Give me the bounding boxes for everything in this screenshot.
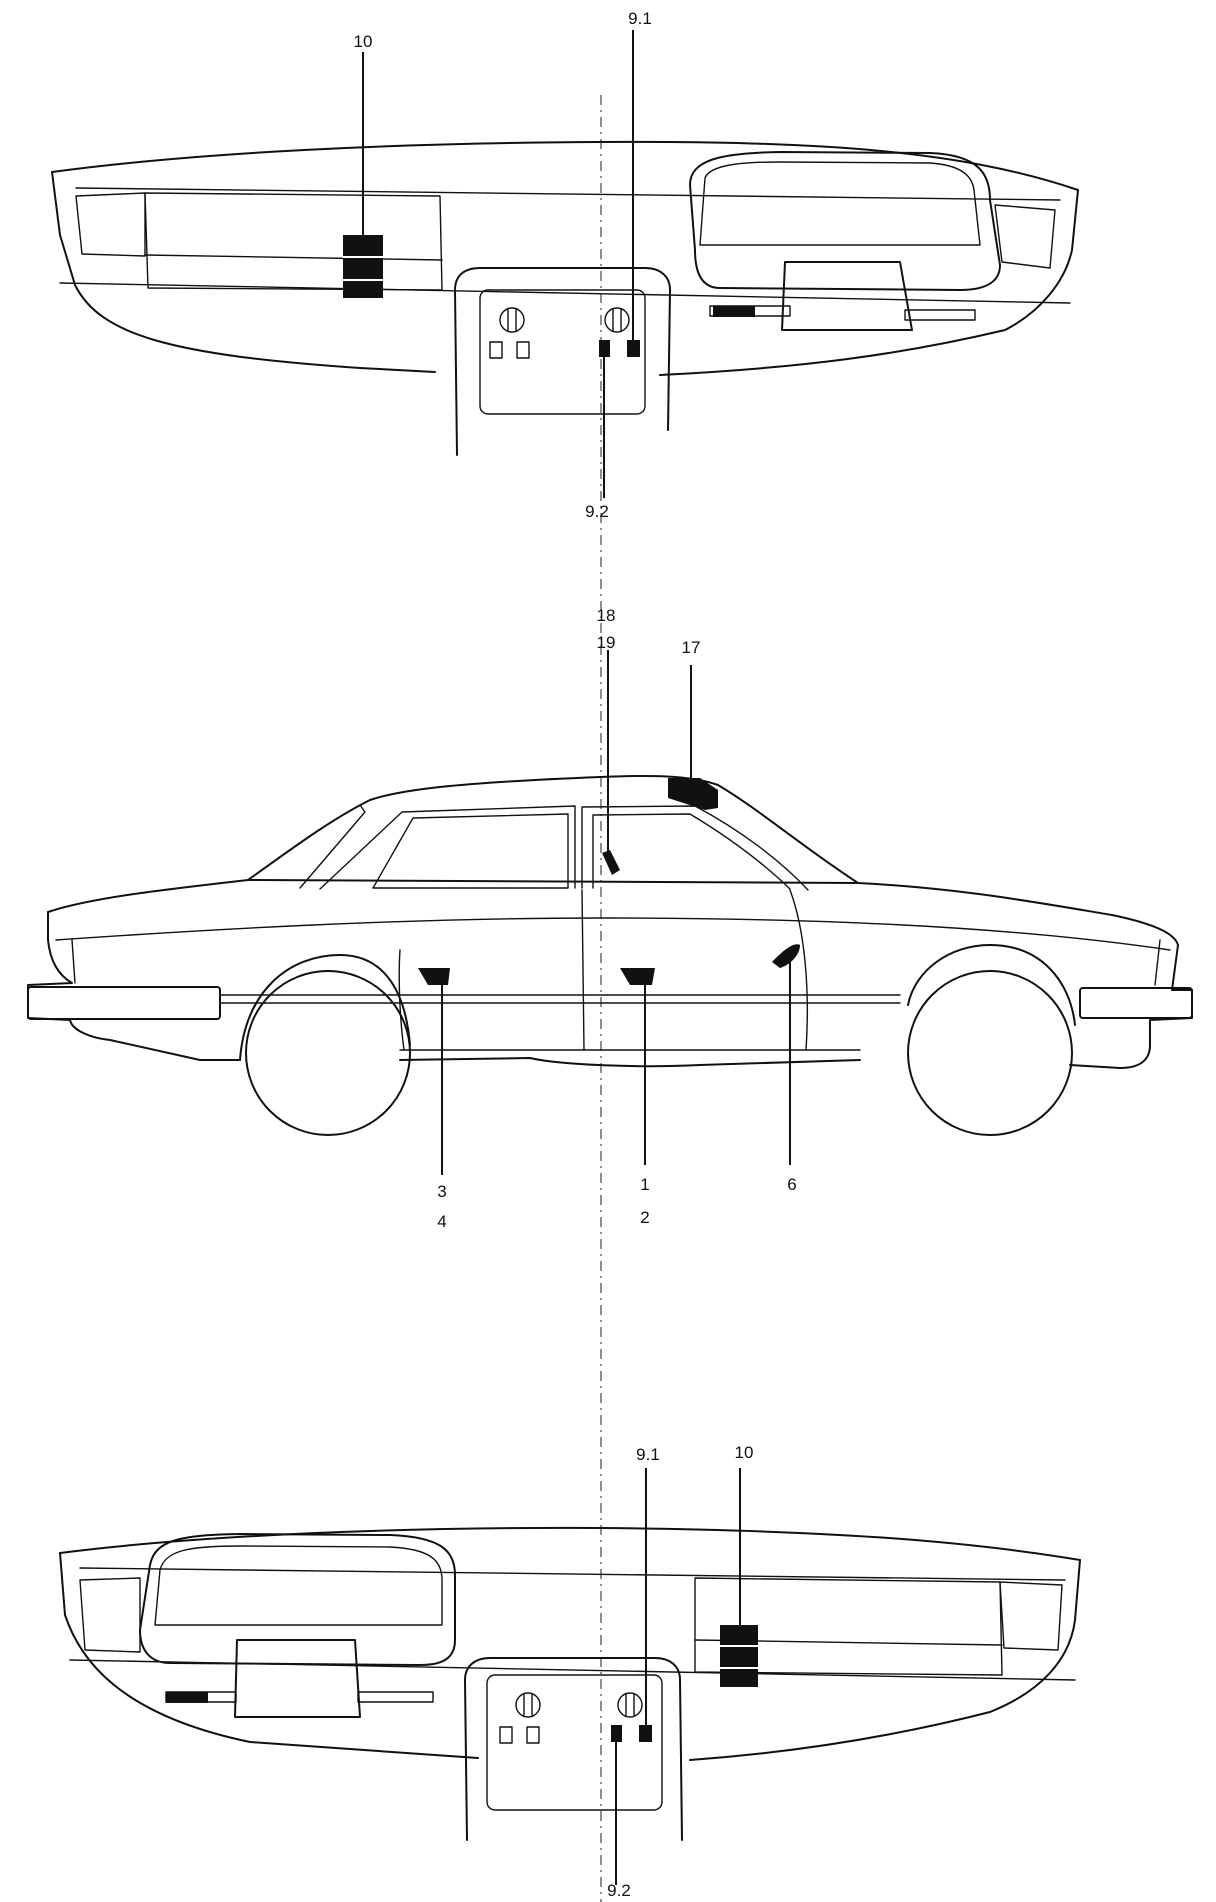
bottom-instrument-glass: [154, 1545, 443, 1626]
top-dashboard: 10 9.1 9.2: [51, 9, 1079, 521]
top-item-9-2-marker: [599, 340, 610, 357]
top-glovebox-panel: [144, 192, 443, 291]
top-instrument-binnacle: [689, 151, 1001, 291]
car-sill-line: [399, 1057, 861, 1068]
top-right-vent: [994, 204, 1056, 269]
top-instrument-glass: [699, 161, 981, 246]
car-front-end: [1069, 944, 1193, 1069]
bottom-dash-lower-right: [689, 1559, 1081, 1761]
car-c-pillar: [299, 804, 366, 889]
bottom-console-panel: [486, 1674, 663, 1811]
car-front-bumper: [1079, 987, 1193, 1019]
bottom-stalk-right: [357, 1691, 434, 1703]
car-item-3-4-marker: [418, 968, 450, 985]
top-console-outline: [454, 267, 671, 456]
top-item-9-1-marker: [627, 340, 640, 357]
car-front-door-edge: [789, 889, 809, 1051]
car-headlight-edge: [1154, 939, 1161, 986]
car-label-2: 2: [640, 1208, 649, 1227]
car-side-view: 18 19 17 3 4 1 2 6: [27, 606, 1193, 1231]
top-console-switch: [489, 341, 503, 359]
bottom-item-9-2-marker: [611, 1725, 622, 1742]
bottom-console-switch: [526, 1726, 540, 1744]
bottom-item-9-1-marker: [639, 1725, 652, 1742]
car-roof-line: [247, 774, 859, 884]
top-steering-hub: [781, 261, 913, 331]
car-shoulder-line: [55, 917, 1171, 951]
top-stalk-marker: [713, 306, 755, 317]
top-knob-left: [499, 307, 525, 333]
car-item-18-19-marker: [602, 850, 620, 875]
bottom-console-switch: [499, 1726, 513, 1744]
bottom-knob-left: [515, 1692, 541, 1718]
bottom-steering-hub: [234, 1639, 361, 1718]
bottom-label-9-1: 9.1: [636, 1445, 660, 1464]
car-label-1: 1: [640, 1175, 649, 1194]
car-rear-side-window: [372, 813, 569, 889]
car-front-door-window: [581, 805, 809, 891]
car-label-17: 17: [682, 638, 701, 657]
top-console-switch: [516, 341, 530, 359]
top-glovebox-seam: [144, 254, 443, 261]
top-dash-upper-edge: [51, 140, 1079, 191]
bottom-item-10-marker: [720, 1625, 758, 1687]
bottom-dash-line-a: [79, 1567, 1066, 1581]
top-dash-lower-left: [51, 171, 436, 373]
car-item-6-marker: [772, 944, 800, 968]
top-knob-right: [604, 307, 630, 333]
top-item-10-marker: [343, 235, 383, 298]
top-dash-line-a: [75, 187, 1061, 201]
car-item-17-marker: [668, 778, 718, 810]
car-front-wheel-arch: [907, 944, 1076, 1026]
car-rear-wheel: [245, 970, 411, 1136]
car-label-3: 3: [437, 1182, 446, 1201]
top-dash-lower-right: [659, 189, 1079, 376]
bottom-knob-right: [617, 1692, 643, 1718]
bottom-left-vent: [79, 1577, 141, 1653]
bottom-right-vent: [999, 1581, 1063, 1651]
bottom-console-outline: [464, 1657, 683, 1841]
top-console-panel: [479, 289, 646, 415]
top-left-vent: [75, 192, 146, 257]
top-label-9-2: 9.2: [585, 502, 609, 521]
car-item-1-2-marker: [620, 968, 655, 985]
car-rear-window-frame: [319, 805, 576, 890]
bottom-dashboard: 10 9.1 9.2: [59, 1443, 1081, 1900]
bottom-dash-lower-left: [59, 1552, 479, 1759]
car-label-19: 19: [597, 633, 616, 652]
top-label-9-1: 9.1: [628, 9, 652, 28]
car-label-6: 6: [787, 1175, 796, 1194]
top-stalk-right: [904, 309, 976, 321]
car-tail-light-edge: [71, 939, 76, 984]
bottom-stalk-marker: [166, 1692, 208, 1703]
car-label-18: 18: [597, 606, 616, 625]
car-beltline: [47, 879, 1179, 946]
bottom-dash-upper-edge: [59, 1526, 1081, 1561]
car-rear-bumper: [27, 986, 221, 1020]
top-label-10: 10: [354, 32, 373, 51]
car-front-window-inner: [592, 813, 791, 890]
car-front-wheel: [907, 970, 1073, 1136]
car-label-4: 4: [437, 1212, 446, 1231]
bottom-label-9-2: 9.2: [607, 1881, 631, 1900]
bottom-label-10: 10: [735, 1443, 754, 1462]
top-dash-line-b: [59, 282, 1071, 304]
car-door-shutline: [581, 889, 585, 1051]
car-rear-wheel-arch: [239, 954, 411, 1061]
bottom-instrument-binnacle: [139, 1533, 456, 1666]
